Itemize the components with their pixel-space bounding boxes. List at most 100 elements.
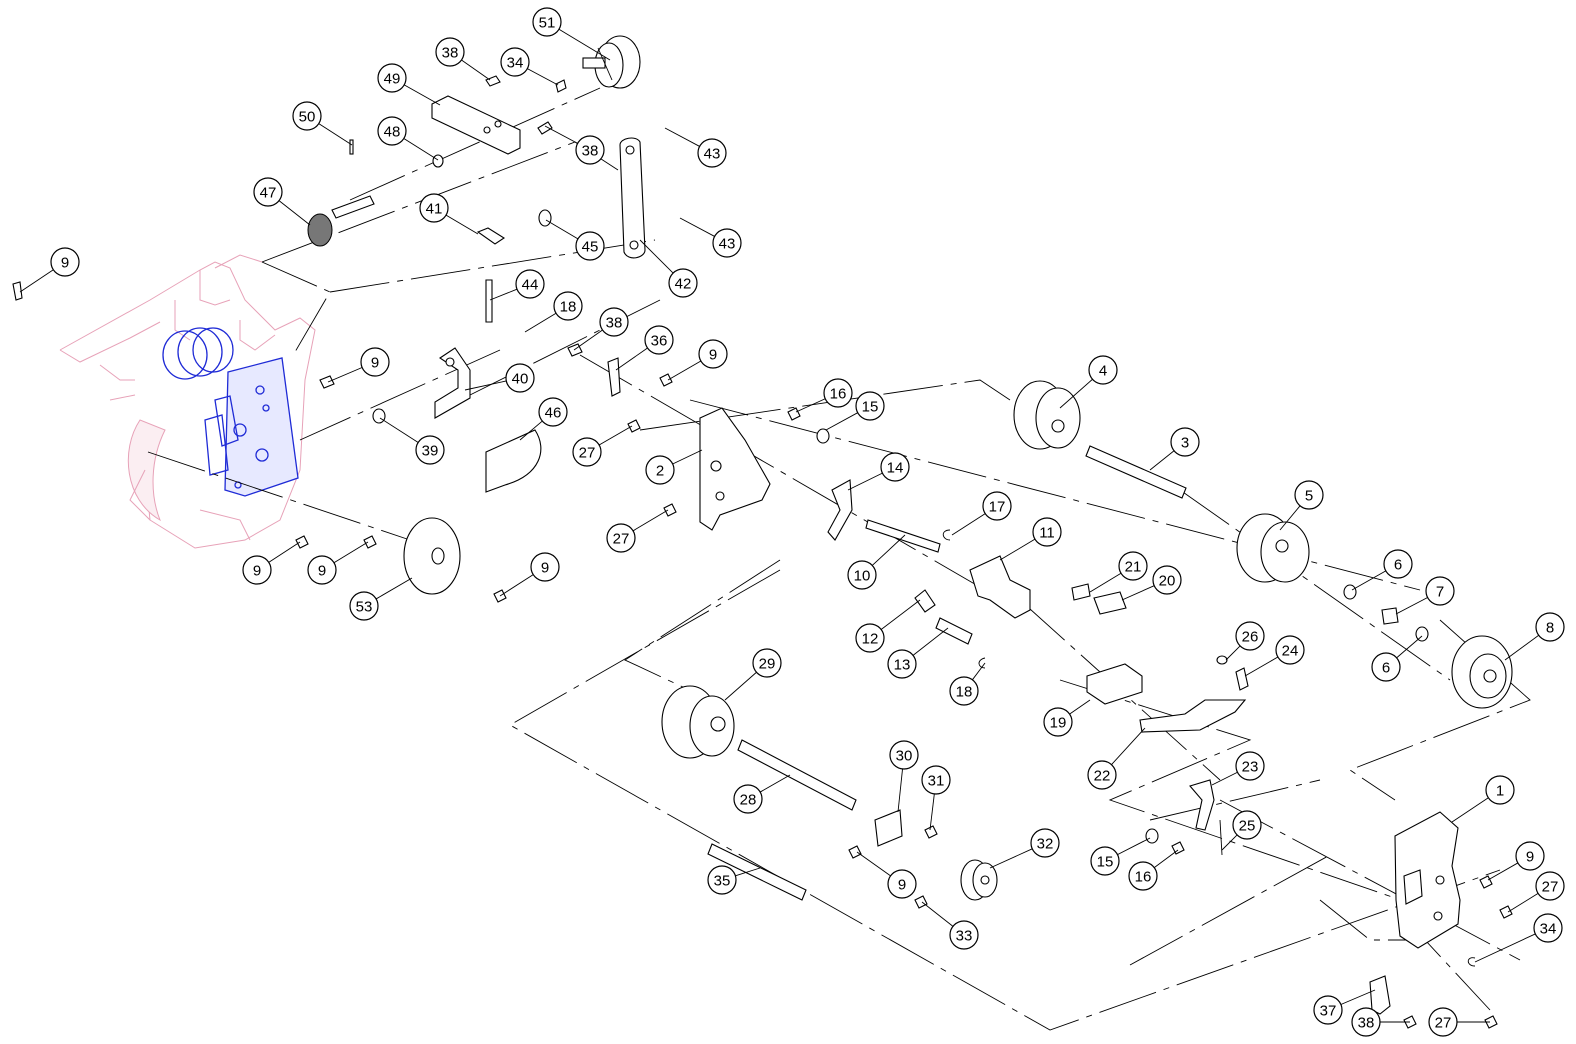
callout-c46: 46 xyxy=(538,397,568,427)
leader-c11 xyxy=(999,538,1036,561)
leader-c27c xyxy=(1507,892,1539,913)
callout-c44: 44 xyxy=(515,269,545,299)
callout-circle xyxy=(1032,517,1062,547)
callout-circle xyxy=(1235,751,1265,781)
callout-circle xyxy=(1515,841,1545,871)
callout-circle xyxy=(1090,846,1120,876)
callout-label: 42 xyxy=(675,276,692,293)
callout-label: 24 xyxy=(1282,643,1299,660)
callout-label: 49 xyxy=(384,71,401,88)
callout-c2: 2 xyxy=(645,455,675,485)
callout-c16a: 16 xyxy=(823,378,853,408)
callout-c14: 14 xyxy=(880,452,910,482)
callout-circle xyxy=(698,339,728,369)
callout-circle xyxy=(982,491,1012,521)
leader-c38c xyxy=(573,329,603,351)
callout-label: 47 xyxy=(260,185,277,202)
callout-label: 44 xyxy=(522,277,539,294)
callout-c35: 35 xyxy=(707,865,737,895)
part-48-washer xyxy=(432,154,444,168)
callout-label: 15 xyxy=(862,399,879,416)
callout-label: 27 xyxy=(1435,1015,1452,1032)
callout-c38b: 38 xyxy=(575,135,605,165)
callout-circle xyxy=(855,623,885,653)
callout-circle xyxy=(1425,576,1455,606)
callout-c47: 47 xyxy=(253,177,283,207)
leader-c29 xyxy=(724,671,757,701)
callout-circle xyxy=(307,555,337,585)
leader-c4 xyxy=(1059,378,1093,409)
leader-c31 xyxy=(929,793,935,831)
callout-label: 38 xyxy=(442,45,459,62)
leader-c12 xyxy=(880,599,921,630)
callout-label: 9 xyxy=(318,563,326,580)
callout-circle xyxy=(575,231,605,261)
callout-c18a: 18 xyxy=(553,291,583,321)
leader-c1 xyxy=(1451,797,1489,823)
callout-label: 9 xyxy=(709,347,717,364)
callout-c22: 22 xyxy=(1087,760,1117,790)
callout-label: 7 xyxy=(1436,584,1444,601)
callout-circle xyxy=(532,7,562,37)
leader-c49 xyxy=(403,84,441,106)
callout-label: 6 xyxy=(1394,557,1402,574)
callout-circle xyxy=(1152,565,1182,595)
callout-c13: 13 xyxy=(887,649,917,679)
callout-c53: 53 xyxy=(349,591,379,621)
callout-circle xyxy=(377,63,407,93)
part-28-shaft xyxy=(737,739,857,811)
callout-c34b: 34 xyxy=(1533,913,1563,943)
leader-c38a xyxy=(461,59,491,81)
leader-c46 xyxy=(519,420,543,441)
leader-c43a xyxy=(664,127,700,147)
callout-circle xyxy=(1535,612,1565,642)
callout-label: 27 xyxy=(613,531,630,548)
callout-label: 38 xyxy=(1358,1015,1375,1032)
callout-circle xyxy=(500,47,530,77)
part-49-bracket xyxy=(431,95,521,155)
callout-circle xyxy=(921,765,951,795)
callout-c32: 32 xyxy=(1030,828,1060,858)
callout-circle xyxy=(253,177,283,207)
leader-c25 xyxy=(1221,834,1238,851)
part-23-latch xyxy=(1189,779,1215,831)
leader-c42 xyxy=(639,239,674,274)
callout-label: 16 xyxy=(1135,869,1152,886)
callout-circle xyxy=(697,138,727,168)
leader-c40 xyxy=(464,380,507,391)
callout-label: 12 xyxy=(862,631,879,648)
callout-label: 4 xyxy=(1099,363,1107,380)
callout-c21: 21 xyxy=(1118,551,1148,581)
callout-label: 30 xyxy=(896,748,913,765)
callout-label: 8 xyxy=(1546,620,1554,637)
callout-label: 43 xyxy=(704,146,721,163)
leader-c13 xyxy=(912,627,949,656)
callout-c27d: 27 xyxy=(1428,1007,1458,1037)
callout-circle xyxy=(887,869,917,899)
callout-c20: 20 xyxy=(1152,565,1182,595)
callout-label: 34 xyxy=(1540,921,1557,938)
part-44-spring xyxy=(485,279,493,323)
leader-c41 xyxy=(445,214,479,235)
callout-c37: 37 xyxy=(1313,995,1343,1025)
leader-c18a xyxy=(524,312,557,333)
callout-label: 3 xyxy=(1181,435,1189,452)
callout-c6b: 6 xyxy=(1371,652,1401,682)
part-41-plate xyxy=(476,227,506,245)
part-35-shaft xyxy=(707,843,807,901)
part-4-wheel xyxy=(1013,380,1081,450)
part-22-lever xyxy=(1139,699,1247,733)
callout-c43a: 43 xyxy=(697,138,727,168)
leader-c9c xyxy=(327,367,363,383)
callout-label: 51 xyxy=(539,15,556,32)
callout-label: 5 xyxy=(1305,488,1313,505)
leader-c7 xyxy=(1395,597,1428,615)
part-29-wheel xyxy=(661,685,735,759)
callout-label: 13 xyxy=(894,657,911,674)
callout-c17: 17 xyxy=(982,491,1012,521)
part-53-disc xyxy=(403,517,461,595)
callout-c30: 30 xyxy=(889,740,919,770)
leader-c15a xyxy=(825,412,858,431)
callout-circle xyxy=(1232,810,1262,840)
callout-c29: 29 xyxy=(752,648,782,678)
